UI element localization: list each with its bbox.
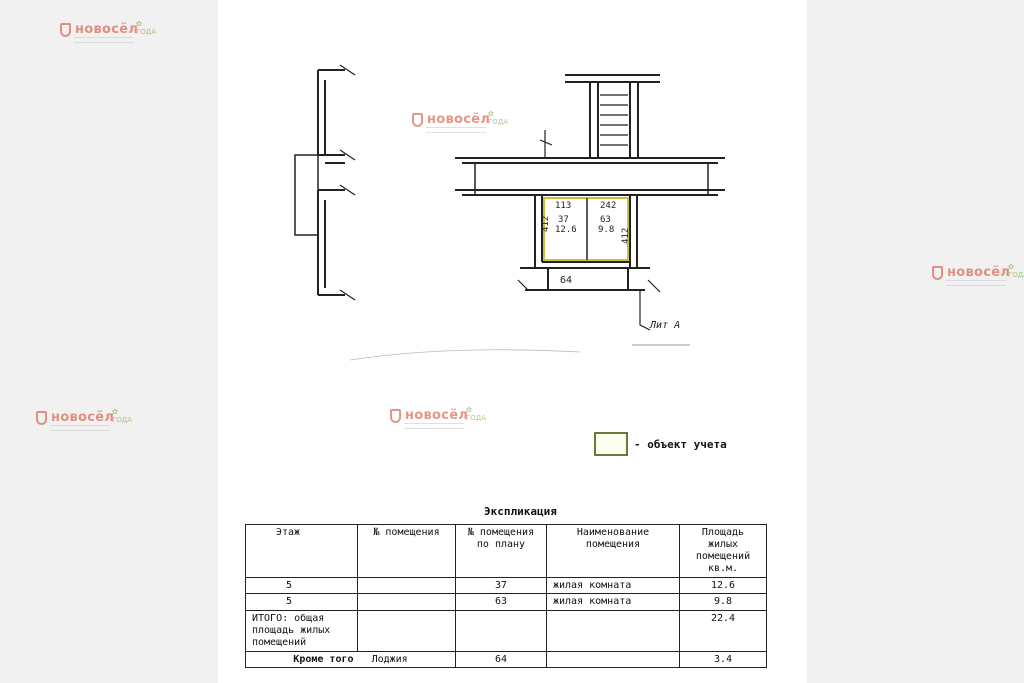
watermark-text: новосёл [427,112,491,127]
leaf-icon: ✿ГОДА [488,110,509,126]
room-37-label: 37 [558,215,569,225]
watermark-subline [426,127,486,133]
watermark: новосёл ✿ГОДА [60,20,156,43]
watermark: новосёл ✿ГОДА [390,406,486,429]
total-area: 22.4 [679,609,767,652]
table-total-row: ИТОГО: общая площадь жилых помещений 22.… [245,609,767,652]
room-walls [534,195,638,268]
cell-empty [455,609,547,652]
watermark-text: новосёл [947,265,1011,280]
cell-room-number [357,577,456,595]
watermark-subline [404,423,464,429]
left-balcony [294,154,319,236]
header-area: Площадь жилых помещений кв.м. [679,523,767,579]
leaf-icon: ✿ГОДА [466,406,487,422]
dimension-412-left: 412 [541,216,551,232]
room-63-area: 9.8 [598,225,614,235]
watermark-subline [946,280,1006,286]
watermark-text: новосёл [75,22,139,37]
cell-empty [546,650,680,669]
table-header-row: Этаж № помещения № помещения по плану На… [245,523,767,579]
cell-room-name: жилая комната [546,577,680,595]
leaf-icon: ✿ГОДА [1008,263,1024,279]
watermark: новосёл ✿ГОДА [932,263,1024,286]
explication-table: Этаж № помещения № помещения по плану На… [245,523,767,669]
watermark-text: новосёл [51,410,115,425]
table-row: 5 63 жилая комната 9.8 [245,593,767,611]
extra-area: 3.4 [679,650,767,669]
brand-logo-icon [36,410,47,425]
brand-logo-icon [412,112,423,127]
explication-title: Экспликация [484,505,557,518]
accounted-object-outline [543,197,629,261]
dimension-242: 242 [600,201,616,211]
room-63-label: 63 [600,215,611,225]
cell-room-number [357,593,456,611]
watermark: новосёл ✿ГОДА [412,110,508,133]
cell-plan-number: 37 [455,577,547,595]
leaf-icon: ✿ГОДА [136,20,157,36]
cell-empty [546,609,680,652]
watermark-subline [74,37,134,43]
brand-logo-icon [60,22,71,37]
room-37-area: 12.6 [555,225,577,235]
lit-a-label: Лит А [649,320,680,331]
loggia-label: 64 [560,275,572,286]
loggia-walls [520,267,650,291]
header-floor: Этаж [245,523,358,579]
table-extra-row: Кроме того Лоджия 64 3.4 [245,650,767,669]
header-room-name: Наименование помещения [546,523,680,579]
watermark-subline [50,425,110,431]
dimension-113: 113 [555,201,571,211]
left-wall [317,69,345,296]
cell-plan-number: 63 [455,593,547,611]
brand-logo-icon [390,408,401,423]
total-label: ИТОГО: общая площадь жилых помещений [245,609,358,652]
header-plan-number: № помещения по плану [455,523,547,579]
corridor-walls [455,157,725,196]
brand-logo-icon [932,265,943,280]
stair-core [565,74,660,158]
cell-room-name: жилая комната [546,593,680,611]
cell-area: 12.6 [679,577,767,595]
extra-plan-number: 64 [455,650,547,669]
header-room-number: № помещения [357,523,456,579]
extra-label: Кроме того [293,653,354,665]
legend-swatch [594,432,628,456]
cell-floor: 5 [245,577,358,595]
watermark: новосёл ✿ГОДА [36,408,132,431]
extra-name: Лоджия [371,653,408,665]
cell-area: 9.8 [679,593,767,611]
table-row: 5 37 жилая комната 12.6 [245,577,767,595]
dimension-412-right: 412 [621,228,631,244]
extra-label-cell: Кроме того Лоджия [245,650,456,669]
legend-label: - объект учета [634,437,727,451]
cell-floor: 5 [245,593,358,611]
leaf-icon: ✿ГОДА [112,408,133,424]
legend: - объект учета [594,432,727,456]
watermark-text: новосёл [405,408,469,423]
cell-empty [357,609,456,652]
